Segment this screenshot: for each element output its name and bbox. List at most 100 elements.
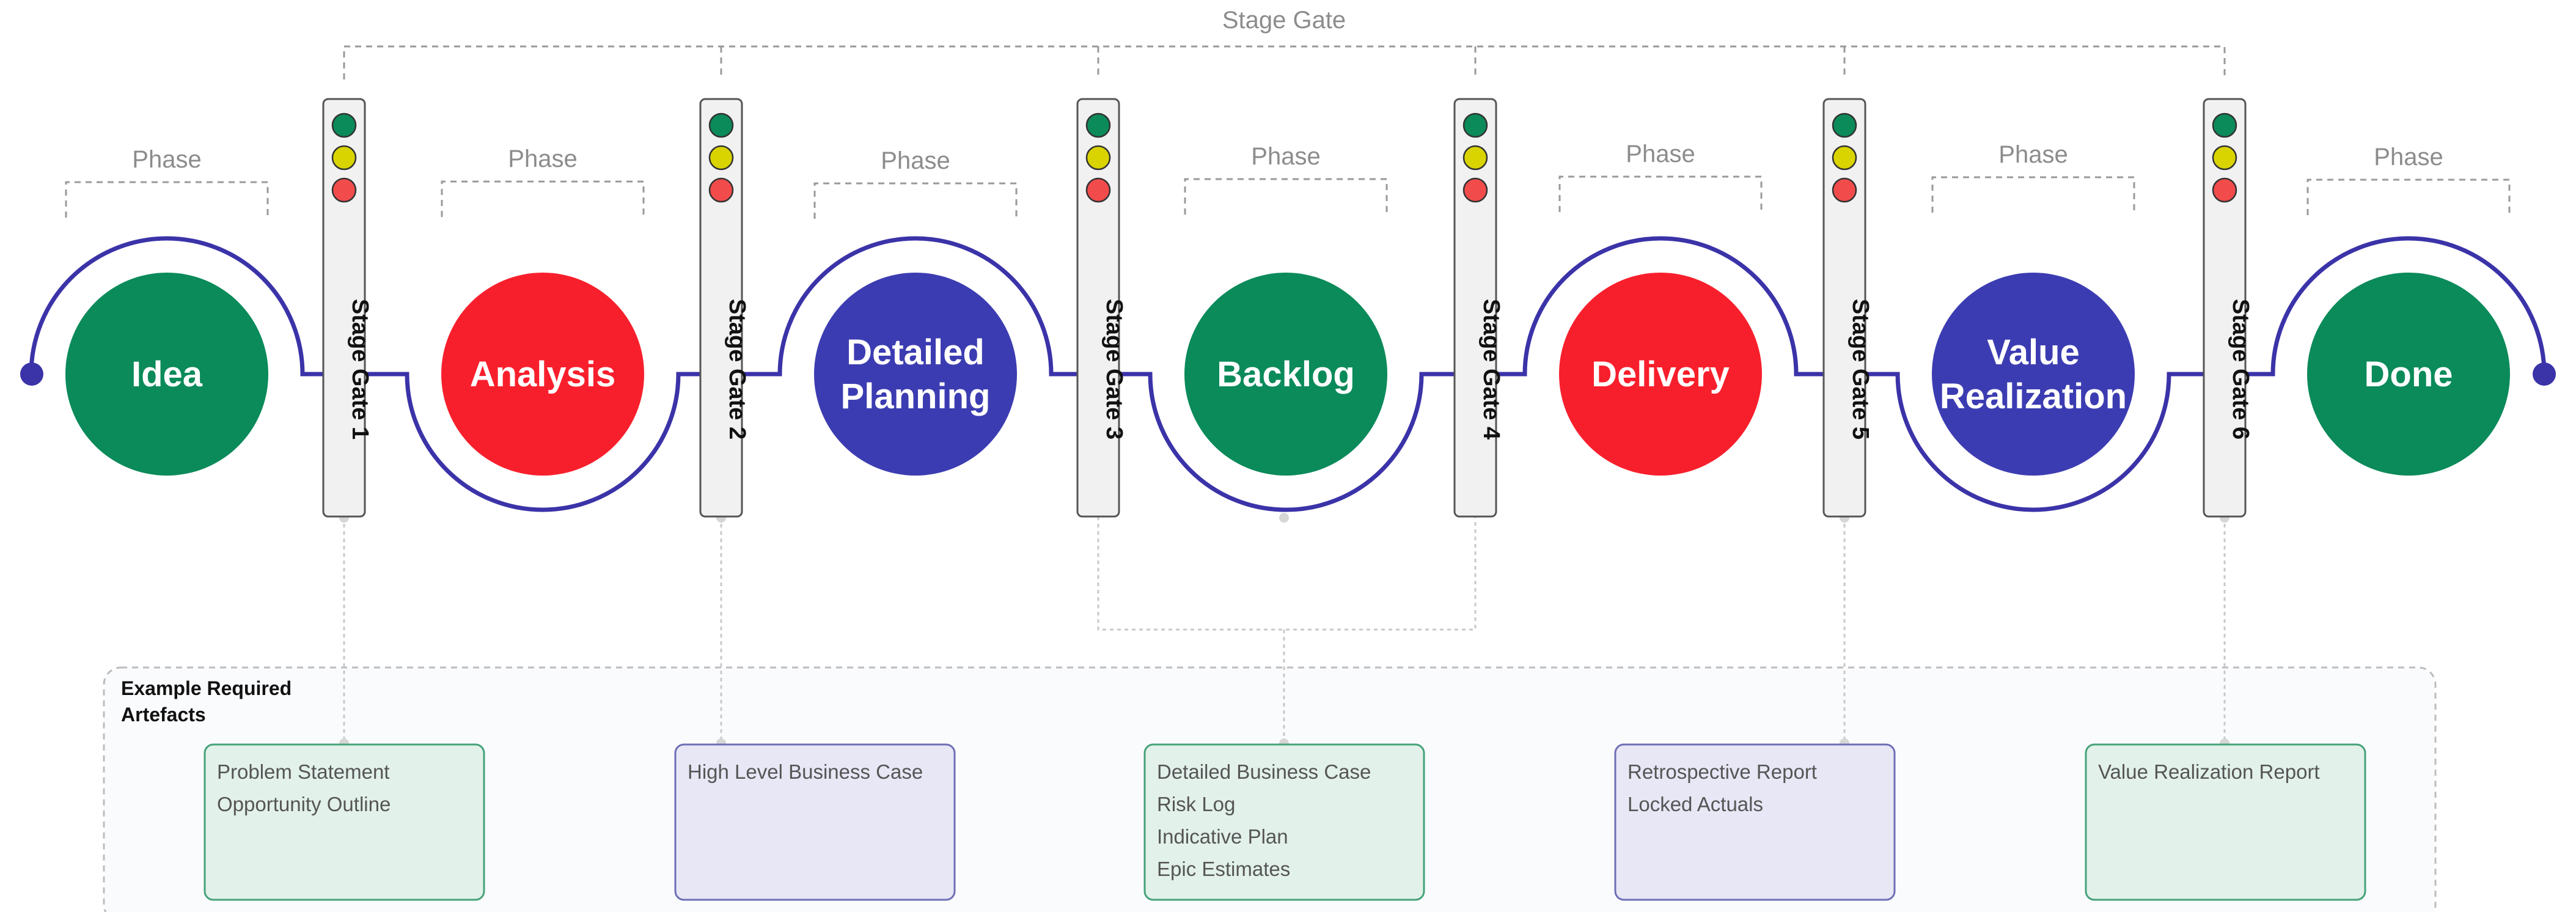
phase-bracket [1558, 175, 1763, 212]
phase-label: Phase [1251, 143, 1320, 170]
phase-name: Planning [841, 377, 991, 416]
stage-gate-label: Stage Gate 2 [724, 299, 750, 439]
stage-gate-bar [2203, 98, 2247, 518]
yellow-light [331, 145, 357, 171]
phase-bracket [65, 181, 269, 218]
stage-gate-bar [322, 98, 366, 518]
stage-gate-label: Stage Gate 6 [2228, 299, 2253, 439]
red-light [1462, 177, 1488, 203]
phase-circle-value-realization [1932, 273, 2135, 476]
phase-label: Phase [881, 147, 950, 174]
phase-circle-detailed-planning [814, 273, 1017, 476]
phase-bracket [1184, 178, 1388, 215]
artefact-item: Epic Estimates [1157, 858, 1290, 880]
artefact-item: Retrospective Report [1627, 760, 1817, 783]
red-light [708, 177, 734, 203]
artefact-box-2: High Level Business Case [674, 743, 956, 901]
stage-gate-3: Stage Gate 3 [1076, 98, 1127, 518]
stage-gate-bracket-line [343, 45, 2226, 79]
artefact-connectors [343, 517, 2226, 745]
phase-bracket [441, 180, 645, 217]
stage-gate-bar [699, 98, 743, 518]
phase-label: Phase [508, 145, 577, 172]
stage-gate-label: Stage Gate 4 [1478, 299, 1504, 439]
artefacts-heading-line-2: Artefacts [121, 704, 206, 726]
artefact-box-5: Value Realization Report [2085, 743, 2366, 901]
phase-label: Phase [132, 146, 201, 173]
stage-gate-label: Stage Gate 1 [347, 299, 373, 439]
green-light [1462, 112, 1488, 138]
artefact-box [2085, 743, 2366, 901]
phase-name: Idea [131, 355, 203, 394]
phase-bracket [813, 182, 1018, 219]
artefact-box [674, 743, 956, 901]
phase-name: Done [2365, 355, 2453, 394]
timeline-start-dot [20, 362, 43, 386]
artefact-box [1614, 743, 1896, 901]
artefact-item: Risk Log [1157, 793, 1235, 815]
yellow-light [1832, 145, 1857, 171]
yellow-light [708, 145, 734, 171]
red-light [2212, 177, 2237, 203]
phase-name: Realization [1940, 377, 2127, 416]
red-light [1085, 177, 1111, 203]
artefact-item: Indicative Plan [1157, 825, 1288, 848]
stage-gate-4: Stage Gate 4 [1453, 98, 1504, 518]
timeline-track [29, 236, 2547, 512]
green-light [708, 112, 734, 138]
stage-gate-5: Stage Gate 5 [1822, 98, 1873, 518]
red-light [1832, 177, 1857, 203]
stage-gate-bracket [343, 45, 2226, 79]
timeline-path [29, 236, 2547, 512]
phase-label: Phase [1626, 141, 1695, 167]
phase-circle-backlog [1184, 273, 1387, 476]
stage-gate-6: Stage Gate 6 [2203, 98, 2253, 518]
connector-gate-3-4 [1097, 517, 1477, 631]
stage-gate-1: Stage Gate 1 [322, 98, 373, 518]
connector-dot [1279, 513, 1289, 523]
red-light [331, 177, 357, 203]
phase-circle-analysis [441, 273, 644, 476]
stage-gate-top-label: Stage Gate [1222, 7, 1346, 34]
yellow-light [1085, 145, 1111, 171]
artefact-item: Problem Statement [217, 760, 389, 783]
stage-gate-label-bg [1198, 5, 1375, 42]
stage-gate-bar [1822, 98, 1866, 518]
green-light [1085, 112, 1111, 138]
artefact-item: High Level Business Case [688, 760, 923, 783]
artefact-item: Locked Actuals [1627, 793, 1763, 815]
phase-circle-idea [65, 273, 268, 476]
green-light [331, 112, 357, 138]
timeline-end-dot [2533, 362, 2556, 386]
green-light [1832, 112, 1857, 138]
phase-label: Phase [1998, 141, 2068, 168]
stage-gate-label: Stage Gate 3 [1101, 299, 1127, 439]
green-light [2212, 112, 2237, 138]
artefacts-heading-line-1: Example Required [121, 677, 292, 699]
stage-gate-label: Stage Gate 5 [1848, 299, 1873, 439]
phase-bracket [2306, 178, 2511, 215]
phase-label: Phase [2374, 144, 2443, 171]
phase-name: Detailed [846, 333, 985, 372]
stage-gate-2: Stage Gate 2 [699, 98, 750, 518]
phase-name: Backlog [1217, 355, 1355, 394]
phase-name: Analysis [470, 355, 616, 394]
stage-gate-bar [1453, 98, 1497, 518]
phase-circle-delivery [1559, 273, 1762, 476]
phase-name: Delivery [1591, 355, 1730, 394]
phase-name: Value [1987, 333, 2080, 372]
artefact-item: Detailed Business Case [1157, 760, 1371, 783]
artefact-box [204, 743, 485, 901]
artefact-item: Value Realization Report [2098, 760, 2320, 783]
phase-circle-done [2307, 273, 2510, 476]
artefact-item: Opportunity Outline [217, 793, 391, 815]
yellow-light [2212, 145, 2237, 171]
yellow-light [1462, 145, 1488, 171]
artefact-box [1143, 743, 1425, 901]
phase-bracket [1931, 176, 2135, 213]
stage-gate-bar [1076, 98, 1120, 518]
